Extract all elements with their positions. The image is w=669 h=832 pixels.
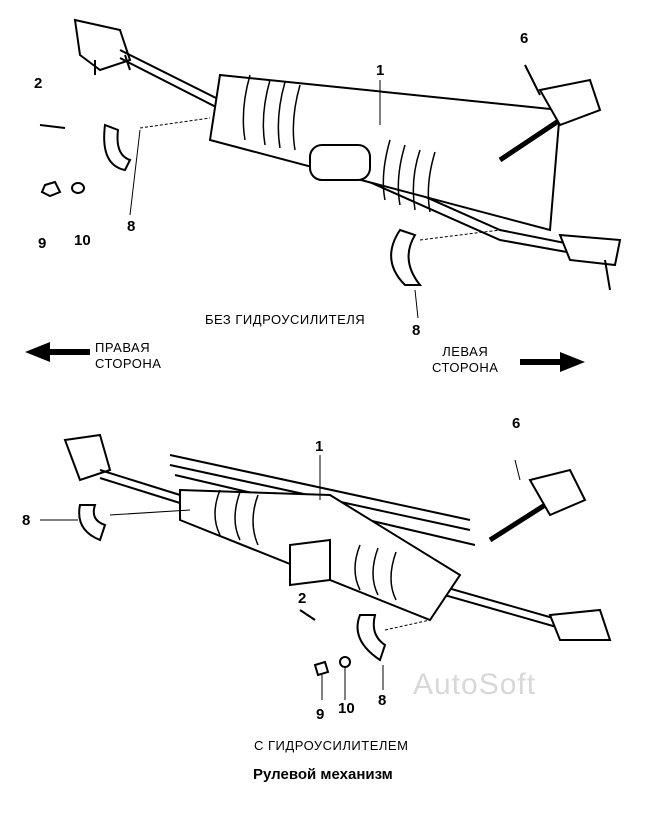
callout-1-upper: 1 — [376, 62, 385, 79]
callout-6-upper: 6 — [520, 30, 529, 47]
caption-with-power-steering: С ГИДРОУСИЛИТЕЛЕМ — [254, 738, 409, 753]
watermark: AutoSoft — [413, 668, 537, 701]
left-side-line1: ЛЕВАЯ — [442, 344, 489, 359]
callout-9-upper: 9 — [38, 235, 47, 252]
upper-rack-assembly — [39, 18, 622, 319]
callout-2-lower: 2 — [298, 590, 307, 607]
right-side-line2: СТОРОНА — [95, 356, 162, 371]
callout-9-lower: 9 — [316, 706, 325, 723]
arrow-left-icon — [25, 342, 90, 362]
callout-1-lower: 1 — [315, 438, 324, 455]
caption-without-power-steering: БЕЗ ГИДРОУСИЛИТЕЛЯ — [205, 312, 366, 327]
callout-2-upper: 2 — [34, 75, 43, 92]
direction-arrows — [25, 342, 585, 372]
right-side-line1: ПРАВАЯ — [95, 340, 151, 355]
callout-10-upper: 10 — [74, 232, 91, 249]
callout-8-lower-right: 8 — [378, 692, 387, 709]
arrow-right-icon — [520, 352, 585, 372]
left-side-label: ЛЕВАЯ СТОРОНА — [432, 344, 498, 376]
callout-8-upper-right: 8 — [412, 322, 421, 339]
callout-6-lower: 6 — [512, 415, 521, 432]
left-side-line2: СТОРОНА — [432, 360, 499, 375]
figure-title: Рулевой механизм — [253, 766, 393, 783]
callout-8-lower-left: 8 — [22, 512, 31, 529]
callout-10-lower: 10 — [338, 700, 355, 717]
right-side-label: ПРАВАЯ СТОРОНА — [95, 340, 161, 372]
callout-8-upper-left: 8 — [127, 218, 136, 235]
lower-rack-assembly — [40, 433, 612, 700]
